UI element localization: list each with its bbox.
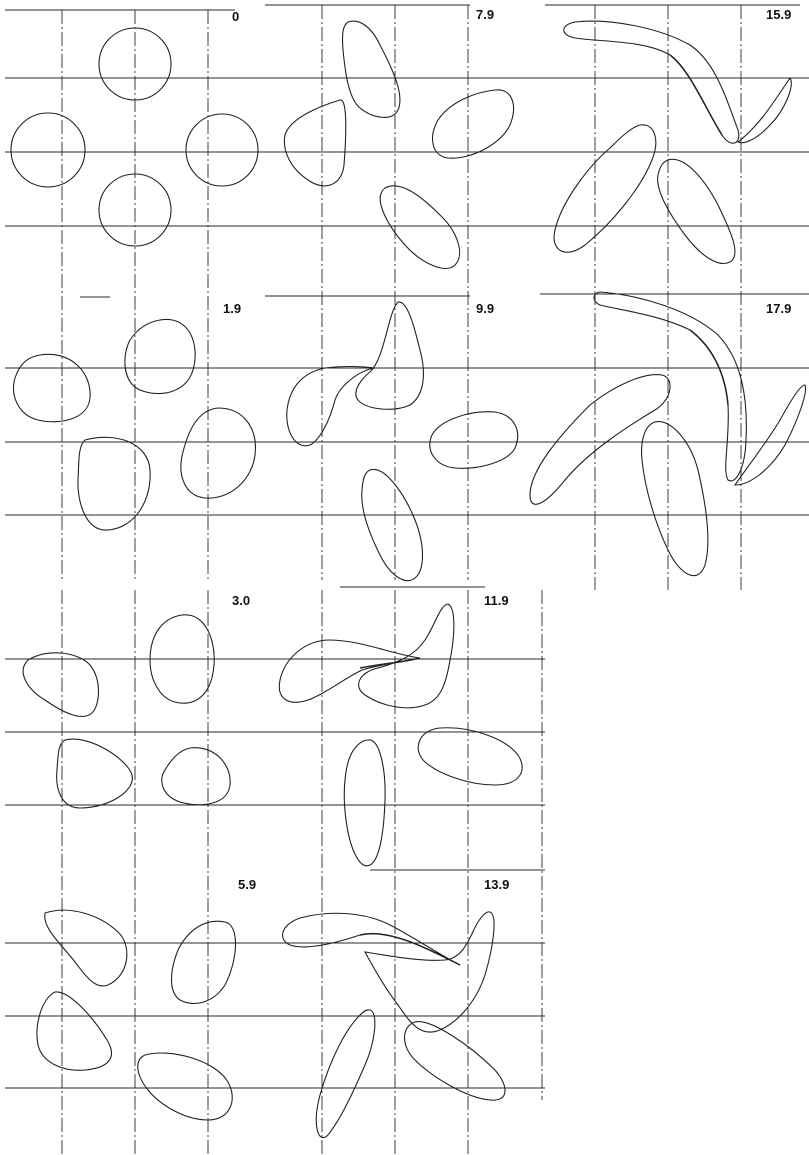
drop-shape [430, 412, 518, 469]
drop-shape [78, 437, 150, 530]
drop-shape [670, 55, 722, 135]
drop-shape [356, 302, 424, 409]
drop-shape [343, 21, 400, 117]
drop-shape [658, 159, 735, 263]
drop-shape [14, 354, 91, 421]
drop-shape [362, 469, 423, 580]
time-label-panel-6: 11.9 [484, 593, 509, 608]
drop-shape [380, 186, 459, 269]
time-label-panel-0: 0 [232, 9, 239, 24]
drop-shape [138, 1053, 232, 1120]
drop-shape [554, 125, 656, 252]
time-label-panel-7: 13.9 [484, 877, 509, 892]
panel-9-9 [287, 302, 518, 581]
panel-5-9 [37, 910, 236, 1120]
drop-shape [418, 728, 522, 785]
time-labels: 0 1.9 3.0 5.9 7.9 9.9 11.9 13.9 15.9 17.… [223, 7, 791, 892]
panel-1-9 [14, 319, 256, 530]
drop-shape [344, 740, 385, 866]
drop-shape [283, 913, 460, 965]
grid-vertical [62, 5, 741, 1155]
panel-11-9 [279, 604, 522, 866]
time-label-panel-4: 7.9 [476, 7, 494, 22]
drop-shape [365, 912, 494, 1032]
panel-7-9 [284, 21, 513, 268]
drop-shape [690, 330, 728, 405]
drop-shape [433, 90, 514, 158]
drop-shape [738, 78, 791, 143]
time-label-panel-2: 3.0 [232, 593, 250, 608]
drop-shape [360, 658, 420, 668]
grid [5, 5, 809, 1088]
panel-13-9 [283, 912, 505, 1138]
drop-shape [186, 114, 258, 186]
drop-shape [735, 385, 806, 485]
panel-0 [11, 28, 258, 246]
time-label-panel-9: 17.9 [766, 301, 791, 316]
drop-shape [11, 113, 85, 187]
panel-3-0 [23, 615, 230, 808]
drop-shape [162, 748, 230, 805]
drop-shape [642, 422, 708, 576]
panel-15-9 [554, 21, 791, 263]
time-label-panel-8: 15.9 [766, 7, 791, 22]
time-label-panel-1: 1.9 [223, 301, 241, 316]
drop-shape [564, 21, 739, 143]
drop-shape [45, 910, 127, 986]
time-label-panel-3: 5.9 [238, 877, 256, 892]
drop-shape [172, 921, 236, 1003]
time-label-panel-5: 9.9 [476, 301, 494, 316]
drop-shape [181, 408, 256, 498]
drop-shape [279, 640, 420, 702]
drop-shape [57, 739, 133, 808]
drop-shape [284, 100, 345, 186]
drop-shape [316, 1010, 375, 1138]
drop-shape [37, 992, 112, 1070]
drop-shape [287, 367, 375, 446]
drop-shape [23, 653, 98, 717]
drop-shape [530, 375, 670, 505]
